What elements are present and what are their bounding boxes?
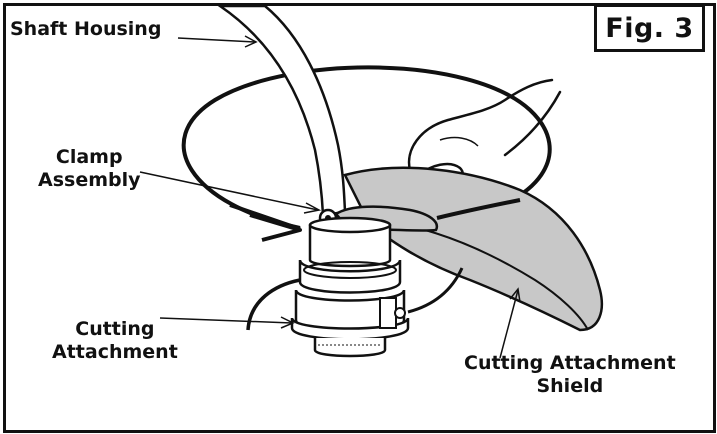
label-shaft-housing: Shaft Housing — [10, 18, 161, 41]
leader-shield — [499, 289, 519, 359]
leader-cutting-attachment — [159, 317, 293, 324]
label-clamp-line2: Assembly — [38, 169, 141, 191]
figure-label: Fig. 3 — [605, 12, 694, 44]
label-cutting-line2: Attachment — [52, 341, 178, 363]
diagram-frame — [3, 3, 716, 433]
shaft-housing — [215, 4, 347, 217]
leader-shaft-housing — [177, 37, 256, 43]
label-cutting-line1: Cutting — [75, 318, 155, 340]
cutting-attachment-shield — [343, 166, 604, 332]
rotation-arrow-ellipse — [181, 65, 552, 230]
label-shield-line1: Cutting Attachment — [464, 352, 676, 374]
label-shield-line2: Shield — [536, 375, 604, 397]
label-cutting-attachment: Cutting Attachment — [52, 318, 178, 364]
label-clamp-line1: Clamp — [55, 146, 123, 168]
figure-number-box: Fig. 3 — [594, 4, 705, 52]
leader-clamp-assembly — [139, 171, 319, 211]
cutting-head-ring — [298, 259, 402, 294]
rotation-arrowhead — [249, 213, 302, 242]
label-clamp-assembly: Clamp Assembly — [38, 146, 141, 192]
cutting-head-latch — [379, 297, 397, 329]
label-cutting-attachment-shield: Cutting Attachment Shield — [464, 352, 676, 398]
label-shaft-housing-text: Shaft Housing — [10, 18, 162, 40]
